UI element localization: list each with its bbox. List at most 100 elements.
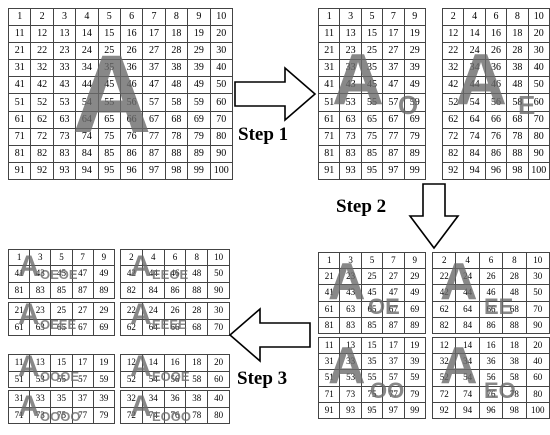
- grid-cell: 80: [525, 385, 550, 403]
- grid-cell: 61: [317, 300, 341, 318]
- grid-cell: 87: [71, 281, 94, 300]
- grid-cell: 27: [71, 302, 94, 320]
- grid-cell: 99: [403, 401, 427, 420]
- grid-cell: 98: [506, 161, 529, 181]
- grid-cell: 64: [75, 110, 99, 129]
- grid-cell: 75: [360, 385, 384, 403]
- grid-cell: 83: [339, 316, 362, 335]
- grid-cell: 99: [187, 161, 211, 181]
- grid-cell: 47: [382, 284, 405, 302]
- grid-cell: 38: [185, 390, 209, 408]
- grid-cell: 22: [30, 42, 54, 61]
- grid-cell: 22: [441, 42, 465, 61]
- grid-cell: 52: [30, 93, 54, 112]
- grid-cell: 15: [360, 25, 384, 44]
- grid-cell: 81: [7, 144, 32, 163]
- grid-cell: 89: [403, 144, 427, 163]
- grid-cell: 34: [141, 390, 165, 408]
- grid-cell: 95: [360, 401, 384, 420]
- grid-cell: 70: [527, 110, 550, 129]
- grid-cell: 82: [30, 144, 54, 163]
- grid-cell: 14: [455, 336, 480, 355]
- grid-cell: 81: [7, 281, 31, 300]
- grid-cell: 97: [382, 401, 405, 420]
- step-3-label: Step 3: [237, 368, 288, 389]
- grid-cell: 38: [506, 59, 529, 78]
- grid-cell: 4: [455, 251, 480, 270]
- grid-cell: 94: [75, 161, 99, 181]
- grid-cell: 35: [360, 353, 384, 371]
- grid-cell: 20: [209, 25, 234, 44]
- grid-cell: 70: [207, 318, 230, 336]
- step-1-label: Step 1: [238, 124, 289, 145]
- grid-cell: 34: [75, 59, 99, 78]
- grid-cell: 28: [502, 268, 527, 286]
- grid-cell: 66: [119, 110, 144, 129]
- grid-cell: 63: [52, 110, 77, 129]
- grid-cell: 16: [484, 25, 508, 44]
- grid-cell: 51: [317, 93, 341, 112]
- grid-cell: 68: [164, 110, 189, 129]
- grid-cell: 19: [92, 354, 116, 372]
- grid-cell: 62: [120, 318, 143, 336]
- grid-cell: 93: [52, 161, 77, 181]
- grid-cell: 46: [163, 265, 187, 283]
- grid-cell: 26: [163, 302, 187, 320]
- grid-cell: 46: [484, 76, 508, 95]
- grid-cell: 36: [163, 390, 187, 408]
- grid-cell: 54: [455, 369, 480, 387]
- grid-cell: 25: [97, 42, 121, 61]
- grid-cell: 13: [52, 25, 77, 44]
- grid-cell: 86: [484, 144, 508, 163]
- grid-cell: 71: [7, 406, 31, 424]
- grid-cell: 10: [207, 248, 230, 267]
- grid-cell: 91: [317, 161, 341, 181]
- grid-cell: 35: [97, 59, 121, 78]
- grid-cell: 30: [525, 268, 550, 286]
- grid-cell: 97: [142, 161, 166, 181]
- grid-cell: 93: [339, 401, 362, 420]
- grid-cell: 77: [382, 127, 405, 146]
- grid-cell: 84: [463, 144, 486, 163]
- grid-cell: 66: [478, 300, 504, 318]
- grid-cell: 24: [455, 268, 480, 286]
- grid-cell: 39: [187, 59, 211, 78]
- grid-cell: 76: [163, 406, 187, 424]
- grid-cell: 35: [360, 59, 384, 78]
- grid-cell: 19: [403, 25, 427, 44]
- grid-cell: 29: [92, 302, 116, 320]
- grid-cell: 81: [317, 316, 341, 335]
- grid-cell: 21: [7, 42, 32, 61]
- grid-cell: 10: [527, 7, 550, 27]
- grid-cell: 32: [431, 353, 457, 371]
- grid-cell: 6: [163, 248, 187, 267]
- grid-cell: 7: [382, 251, 405, 270]
- grid-cell: 71: [317, 385, 341, 403]
- grid-cell: 73: [339, 385, 362, 403]
- grid-cell: 69: [92, 318, 116, 336]
- grid-cell: 82: [120, 281, 143, 300]
- grid-cell: 90: [207, 281, 230, 300]
- grid-cell: 72: [120, 406, 143, 424]
- grid-cell: 27: [382, 268, 405, 286]
- grid-cell: 95: [97, 161, 121, 181]
- grid-cell: 80: [527, 127, 550, 146]
- grid-cell: 94: [463, 161, 486, 181]
- grid-cell: 12: [30, 25, 54, 44]
- grid-cell: 24: [141, 302, 165, 320]
- grid-cell: 17: [71, 354, 94, 372]
- grid-cell: 73: [29, 406, 52, 424]
- grid-cell: 9: [92, 248, 116, 267]
- grid-cell: 39: [403, 353, 427, 371]
- grid-cell: 57: [142, 93, 166, 112]
- grid-cell: 10: [209, 7, 234, 27]
- grid-cell: 96: [478, 401, 504, 420]
- grid-cell: 44: [463, 76, 486, 95]
- grid-cell: 35: [50, 390, 73, 408]
- grid-cell: 60: [525, 369, 550, 387]
- grid-cell: 100: [525, 401, 550, 420]
- grid-cell: 88: [185, 281, 209, 300]
- grid-cell: 36: [119, 59, 144, 78]
